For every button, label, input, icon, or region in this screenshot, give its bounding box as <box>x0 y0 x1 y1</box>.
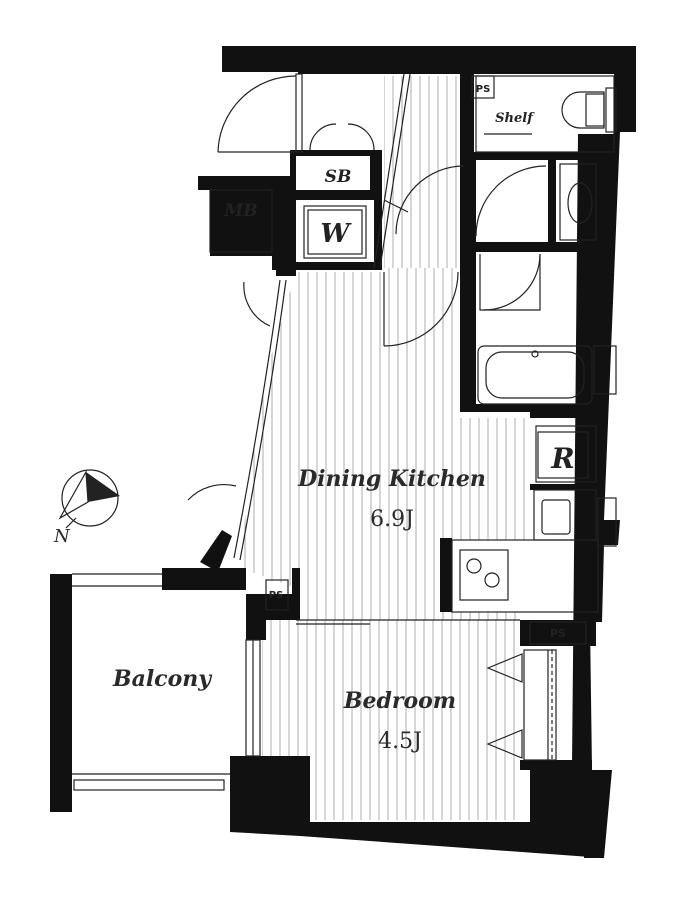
shelf-label: Shelf <box>495 111 535 126</box>
hallway-flooring <box>384 76 466 268</box>
dining-kitchen-label: Dining Kitchen <box>297 466 486 492</box>
balcony-label: Balcony <box>112 666 213 692</box>
exterior-walls <box>50 46 636 858</box>
compass: N <box>53 469 120 547</box>
ps-top-label: PS <box>476 84 491 95</box>
sb-label: SB <box>325 167 352 187</box>
fridge-label: R <box>550 442 574 475</box>
dining-kitchen-flooring <box>244 268 525 620</box>
bedroom-label: Bedroom <box>343 688 456 714</box>
plan-details <box>72 73 617 791</box>
ps-mid-label: PS <box>269 590 284 601</box>
bedroom-flooring <box>262 620 515 820</box>
bedroom-area: 4.5J <box>378 729 422 754</box>
north-label: N <box>53 526 71 547</box>
dining-kitchen-area: 6.9J <box>370 507 414 532</box>
mb-label: MB <box>223 201 257 221</box>
ps-right-label: PS <box>550 627 566 640</box>
washer-label: W <box>320 219 352 249</box>
